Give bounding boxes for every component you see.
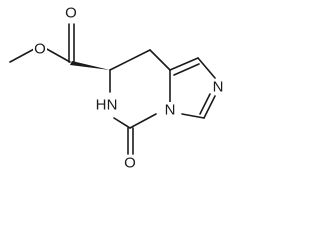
bond-c8-c8a: [149, 49, 171, 71]
atom-ring-n: N: [165, 102, 176, 119]
bond-n2-c3-double-1: [203, 95, 216, 119]
atom-amide-h: H: [96, 97, 107, 114]
atom-ester-o: O: [34, 41, 46, 58]
bond-n2-c3-double-2: [199, 93, 211, 115]
bond-c8a-c1-double-2: [173, 63, 200, 76]
bond-c8a-c1-double-1: [169, 57, 199, 71]
bond-c5-n4: [129, 113, 157, 129]
bond-c3-n4: [181, 113, 205, 119]
atom-amide-n: N: [107, 97, 118, 114]
atom-carbonyl-o: O: [65, 5, 77, 22]
atom-bg-ring-n: [163, 102, 177, 118]
bonds: [9, 23, 216, 155]
bond-methyl-o: [9, 47, 37, 63]
bond-c7-c8: [109, 49, 151, 71]
bond-c1-n2: [197, 57, 216, 79]
atom-bg-carbonyl-o: [64, 5, 78, 21]
atom-imidazole-n: N: [213, 79, 224, 96]
chemical-structure: O O N N H N O: [9, 5, 225, 172]
atom-bg-ester-o: [33, 41, 47, 57]
atom-bg-urea-o: [123, 155, 137, 171]
bond-n6-c5: [113, 117, 131, 129]
atom-urea-o: O: [124, 155, 136, 172]
atom-bg-amide-n: [95, 94, 119, 116]
wedge-bond-c7-carboxyl: [70, 61, 110, 70]
atom-labels: O O N N H N O: [33, 5, 225, 172]
atom-bg-imidazole-n: [211, 79, 225, 95]
bond-o-carbonyl-c: [44, 47, 71, 63]
